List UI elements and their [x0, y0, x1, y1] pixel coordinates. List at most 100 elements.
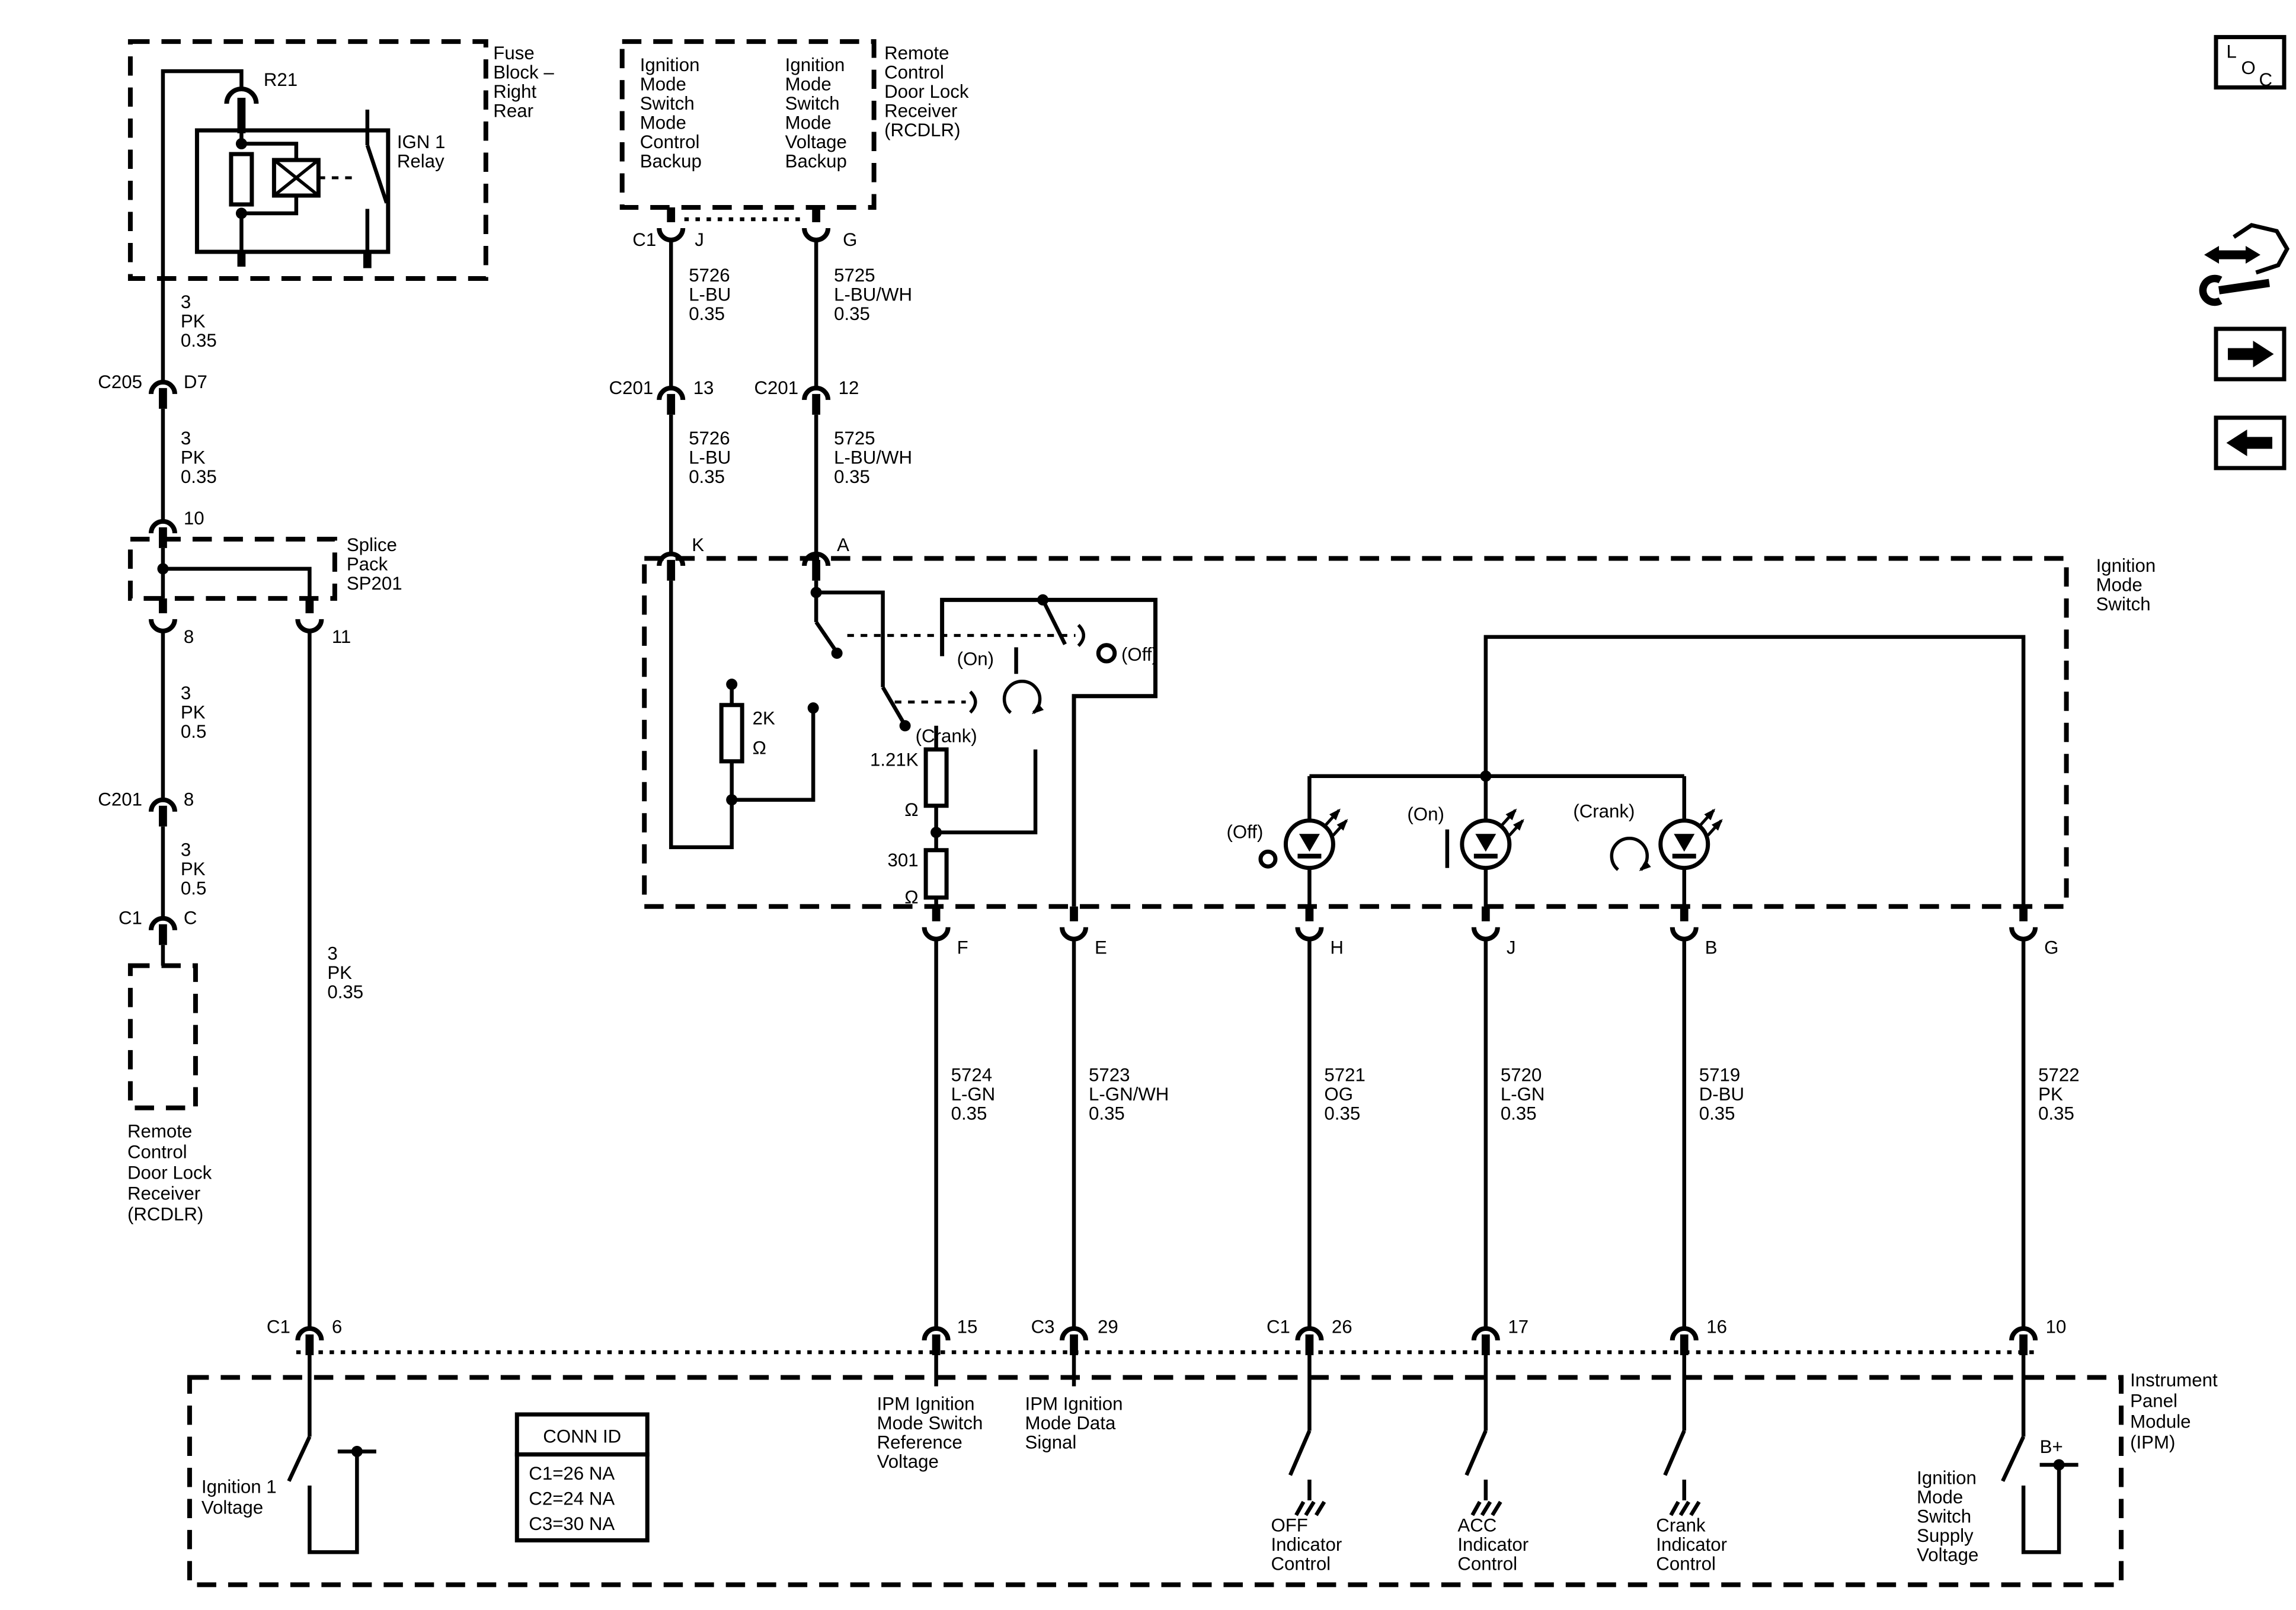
wire-label: 0.5: [181, 721, 206, 742]
relay-switch: [365, 110, 389, 252]
connector-ims-j: [1474, 907, 1498, 939]
connector-c201-8: [151, 800, 175, 827]
rcdlr-signal: Mode: [785, 74, 832, 95]
fuse-block-label: Right: [493, 81, 536, 102]
acc-driver-switch: [1464, 1355, 1488, 1500]
wire-label: PK: [181, 311, 206, 331]
resistor-2k-value: 2K: [753, 708, 775, 728]
wrench-arrow-icon[interactable]: [2199, 223, 2290, 306]
wire-label: L-BU: [689, 284, 731, 305]
wire-label: PK: [181, 859, 206, 879]
pin-label: 15: [957, 1317, 978, 1337]
rcdlr-name: Remote: [884, 43, 949, 63]
data-signal-label: Mode Data: [1025, 1413, 1116, 1433]
wire-label: 3: [181, 428, 191, 449]
left-chain-section: 3 PK 0.35 C205 D7 3 PK 0.35 10 Splice Pa…: [98, 292, 402, 1329]
junction-dot: [235, 207, 247, 219]
position-on-label: (On): [957, 648, 994, 669]
crank-indicator-label: Control: [1656, 1553, 1716, 1574]
next-button-border: [2214, 327, 2287, 382]
wire-label: 0.35: [689, 303, 725, 324]
connector-label: C1: [267, 1317, 290, 1337]
rcdlr-signal: Switch: [640, 93, 695, 114]
wire-label: 0.35: [1699, 1103, 1735, 1124]
relay-coil-x: [273, 158, 320, 197]
rcdlr-name: Door Lock: [884, 81, 969, 102]
led-off-label: (Off): [1226, 822, 1263, 843]
position-off-label: (Off): [1121, 644, 1158, 665]
link-curl: [1077, 623, 1086, 647]
pin-label: 13: [693, 377, 714, 398]
loc-letter: O: [2241, 57, 2256, 78]
loc-button[interactable]: L O C: [2214, 35, 2287, 90]
wire-label: 0.35: [689, 466, 725, 487]
wire-label: 0.35: [1089, 1103, 1125, 1124]
relay-resistor: [229, 152, 254, 207]
double-arrow-shaft: [2216, 250, 2249, 260]
connector-label: C205: [98, 372, 142, 392]
b-plus-label: B+: [2040, 1436, 2063, 1457]
ipm-name: Module: [2130, 1411, 2191, 1432]
junction-dot: [235, 138, 247, 150]
ipm-border: [187, 1375, 2124, 1587]
connector-c201-13: [659, 388, 683, 415]
connector-label: C201: [754, 377, 798, 398]
wire-label: 5726: [689, 265, 730, 286]
wire-label: 5721: [1324, 1065, 1365, 1086]
wire-label: L-BU/WH: [834, 447, 912, 468]
junction-dot: [810, 587, 822, 598]
pin-label: F: [957, 937, 968, 958]
switch-arms: [814, 580, 906, 724]
ground-icon: [1472, 1502, 1500, 1515]
fuse-feed-wire: [161, 69, 244, 382]
ignition-mode-switch-section: Ignition Mode Switch 2K Ω (On) (Off) (Cr…: [642, 555, 2156, 958]
relay-coil-wiring: [239, 133, 299, 252]
wire-label: PK: [327, 962, 352, 983]
wire-label: 0.35: [951, 1103, 987, 1124]
ohm-symbol: Ω: [904, 799, 918, 820]
wire-label: 5724: [951, 1065, 992, 1086]
junction-dot: [726, 794, 738, 806]
rcdlr-label: Receiver: [127, 1183, 200, 1204]
led-on-label: (On): [1407, 804, 1444, 825]
pin-label: 11: [332, 626, 351, 647]
wrench-jaw: [2199, 274, 2223, 306]
wire-label: 0.35: [1501, 1103, 1537, 1124]
wire-label: 5719: [1699, 1065, 1740, 1086]
pin-label: 29: [1098, 1317, 1118, 1337]
crank-indicator-label: Crank: [1656, 1515, 1706, 1535]
wire-label: 0.35: [181, 330, 217, 351]
acc-indicator-label: Control: [1457, 1553, 1517, 1574]
connector-c1-j: [659, 207, 683, 240]
next-button[interactable]: [2214, 327, 2287, 382]
rotary-arrow-icon: [1611, 838, 1647, 870]
wire-label: 0.35: [2038, 1103, 2074, 1124]
contact-dot: [726, 678, 738, 690]
fuse-block-label: Block –: [493, 62, 554, 83]
rotary-housing: [940, 597, 1157, 907]
rcdlr-name: (RCDLR): [884, 120, 960, 140]
off-indicator-label: Control: [1271, 1553, 1331, 1574]
link-curl: [969, 690, 977, 714]
rotary-arrow-icon: [1005, 681, 1040, 713]
ipm-section: Instrument Panel Module (IPM) C1 6 15 C3…: [187, 1317, 2218, 1587]
wire-label: 5725: [834, 428, 875, 449]
back-button[interactable]: [2214, 415, 2287, 470]
rcdlr-signal: Voltage: [785, 132, 847, 152]
rcdlr-signal: Mode: [640, 74, 686, 95]
conn-id-row: C1=26 NA: [529, 1463, 615, 1484]
pin-label: K: [692, 534, 704, 555]
wire-label: 0.5: [181, 878, 206, 899]
pin-label: D7: [184, 372, 207, 392]
supply-switch: [2001, 1355, 2078, 1554]
wire-label: PK: [2038, 1084, 2063, 1105]
fuse-r21-label: R21: [264, 69, 298, 90]
splice-pack-label: Pack: [347, 553, 388, 574]
pin-stub-extensions: [934, 1355, 1076, 1387]
rcdlr-signal: Ignition: [640, 55, 700, 75]
output-wires-section: 5724 L-GN 0.35 5723 L-GN/WH 0.35 5721 OG…: [934, 939, 2080, 1329]
connector-ims-b: [1673, 907, 1696, 939]
supply-label: Switch: [1917, 1506, 1971, 1526]
rcdlr-top-section: Ignition Mode Switch Mode Control Backup…: [619, 39, 969, 250]
wire-label: 0.35: [181, 466, 217, 487]
